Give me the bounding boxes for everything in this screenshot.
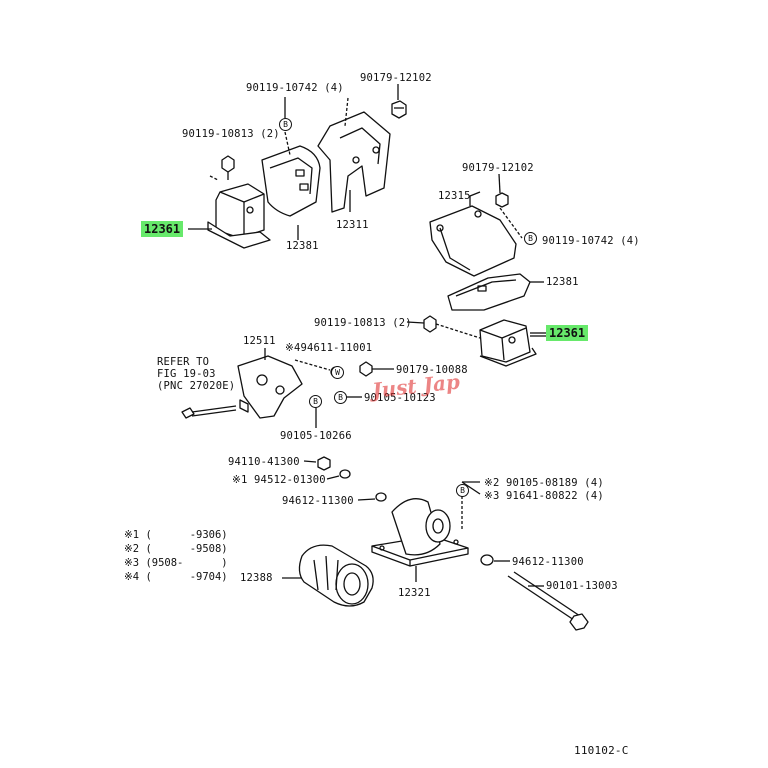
label-12511: 12511 (243, 335, 276, 347)
label-90179-12102-top: 90179-12102 (360, 72, 432, 84)
label-90105-08189: ※2 90105-08189 (4) (484, 477, 604, 489)
circle-b-marker: B (309, 395, 322, 408)
label-94612-11300-right: 94612-11300 (512, 556, 584, 568)
legend-row-2: ※2 ( -9508) (124, 543, 228, 555)
nut-90179-10088 (359, 361, 373, 377)
nut-90179-12102-right (495, 173, 509, 208)
circle-b-marker: B (456, 484, 469, 497)
label-90179-12102-right: 90179-12102 (462, 162, 534, 174)
mount-12321 (371, 498, 469, 582)
label-90119-10742-top: 90119-10742 (4) (246, 82, 344, 94)
circle-b-marker: B (334, 391, 347, 404)
label-12388: 12388 (240, 572, 273, 584)
label-90179-10088: 90179-10088 (396, 364, 468, 376)
label-12321: 12321 (398, 587, 431, 599)
circle-w-marker: W (331, 366, 344, 379)
label-90105-10266: 90105-10266 (280, 430, 352, 442)
washer-94612-11300-right (480, 554, 494, 566)
nut-94110-41300 (317, 456, 331, 471)
label-90105-10123: 90105-10123 (364, 392, 436, 404)
figure-code: 110102-C (574, 744, 629, 757)
bolt-90101-13003 (507, 571, 589, 631)
legend-row-1: ※1 ( -9306) (124, 529, 228, 541)
bracket-12511 (237, 348, 303, 419)
bracket-12311 (317, 111, 391, 213)
part-label-12361-right[interactable]: 12361 (546, 325, 589, 341)
label-91641-80822: ※3 91641-80822 (4) (484, 490, 604, 502)
label-90119-10742-right: 90119-10742 (4) (542, 235, 640, 247)
label-12311: 12311 (336, 219, 369, 231)
label-94512-01300: ※1 94512-01300 (232, 474, 326, 486)
bolt-90119-10813-mid (406, 315, 481, 339)
mount-12361-left (207, 183, 271, 249)
washer-94612-11300-left (375, 492, 387, 502)
washer-94512-01300 (339, 469, 351, 479)
label-90119-10813-top: 90119-10813 (2) (182, 128, 280, 140)
circle-b-marker: B (524, 232, 537, 245)
refer-line-2: FIG 19-03 (157, 368, 216, 380)
mount-12361-right (479, 319, 546, 367)
bracket-12315 (429, 191, 517, 277)
refer-line-3[interactable]: (PNC 27020E) (157, 380, 236, 392)
legend-row-3: ※3 (9508- ) (124, 557, 228, 569)
part-label-12361-left[interactable]: 12361 (141, 221, 184, 237)
bolt-90119-10813-top (209, 155, 235, 181)
label-94110-41300: 94110-41300 (228, 456, 300, 468)
label-90119-10813-mid: 90119-10813 (2) (314, 317, 412, 329)
label-12315: 12315 (438, 190, 471, 202)
bolt-refer-fig (181, 405, 237, 419)
circle-b-marker: B (279, 118, 292, 131)
label-12381-left: 12381 (286, 240, 319, 252)
label-494611-11001: ※494611-11001 (285, 342, 373, 354)
legend-row-4: ※4 ( -9704) (124, 571, 228, 583)
insulator-12381-right (447, 273, 544, 311)
stopper-12388 (282, 544, 374, 607)
label-90101-13003: 90101-13003 (546, 580, 618, 592)
label-94612-11300-left: 94612-11300 (282, 495, 354, 507)
insulator-12381-left (261, 145, 321, 240)
nut-90179-12102-top (391, 100, 407, 119)
label-12381-right: 12381 (546, 276, 579, 288)
refer-line-1: REFER TO (157, 356, 210, 368)
